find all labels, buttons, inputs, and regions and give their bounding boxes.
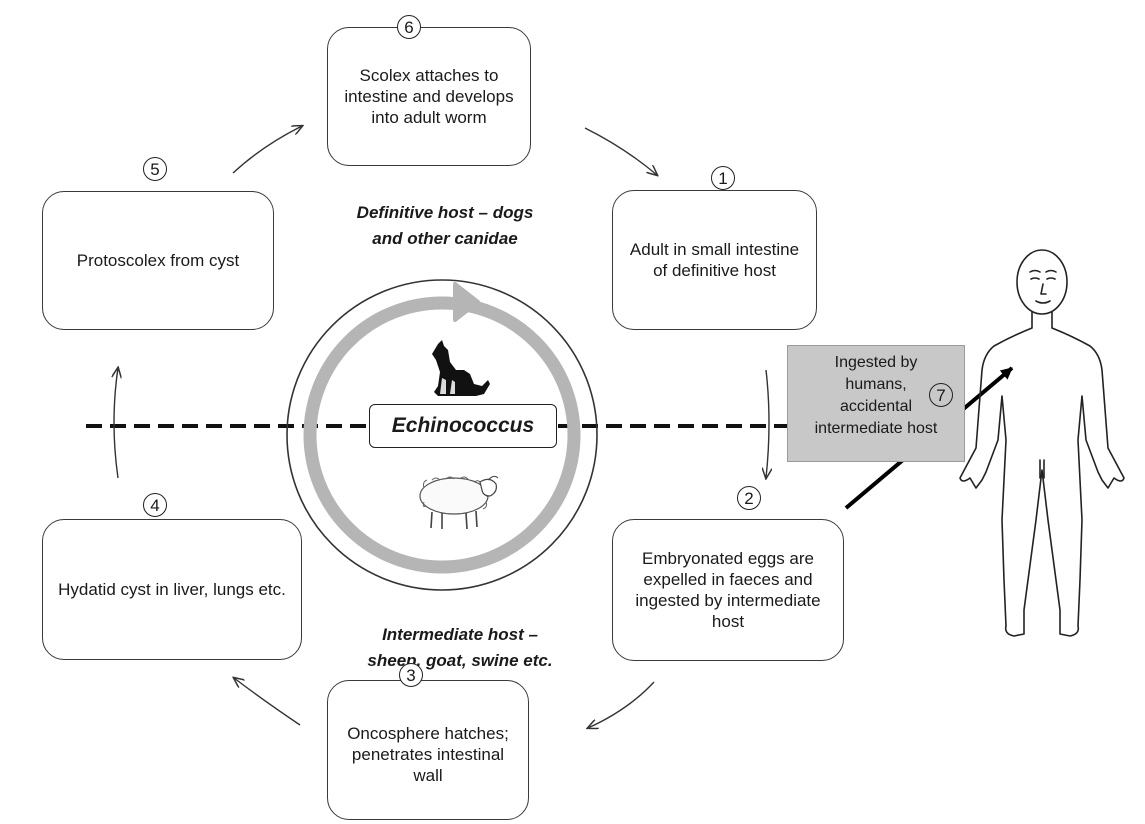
step-1-number: 1 (711, 166, 735, 190)
step-2-box: Embryonated eggs are expelled in faeces … (612, 519, 844, 661)
center-label: Echinococcus (369, 404, 557, 448)
step-4-text: Hydatid cyst in liver, lungs etc. (58, 580, 286, 599)
step-3-text: Oncosphere hatches; penetrates intestina… (347, 723, 509, 785)
arrow-1-to-2 (766, 369, 769, 478)
sheep-icon (419, 475, 499, 530)
step-5-number: 5 (143, 157, 167, 181)
arrow-3-to-4 (234, 678, 301, 726)
step-4-number: 4 (143, 493, 167, 517)
step-7-number: 7 (929, 383, 953, 407)
definitive-host-label: Definitive host – dogs and other canidae (320, 200, 570, 252)
cycle-ring-arrow-icon (453, 282, 480, 322)
human-infection-box: Ingested by humans, accidental intermedi… (787, 345, 965, 462)
human-line4: intermediate host (814, 420, 938, 437)
arrow-2-to-3 (588, 681, 655, 728)
arrow-5-to-6 (232, 126, 302, 174)
human-line2: humans, (845, 376, 907, 393)
step-2-text: Embryonated eggs are expelled in faeces … (635, 549, 821, 631)
step-4-box: Hydatid cyst in liver, lungs etc. (42, 519, 302, 660)
human-line1: Ingested by (834, 354, 918, 371)
step-5-text: Protoscolex from cyst (76, 251, 240, 270)
step-6-box: Scolex attaches to intestine and develop… (327, 27, 531, 166)
cycle-ring (303, 296, 581, 574)
intermediate-host-label: Intermediate host – sheep, goat, swine e… (330, 622, 590, 674)
intermediate-host-line2: sheep, goat, swine etc. (367, 651, 553, 670)
human-figure-icon (959, 249, 1125, 637)
intermediate-host-line1: Intermediate host – (382, 625, 538, 644)
step-5-box: Protoscolex from cyst (42, 191, 274, 330)
step-6-number: 6 (397, 15, 421, 39)
arrow-6-to-1 (584, 127, 657, 175)
step-3-box: Oncosphere hatches; penetrates intestina… (327, 680, 529, 820)
dog-icon (432, 340, 490, 396)
step-6-text: Scolex attaches to intestine and develop… (344, 66, 514, 127)
step-3-number: 3 (399, 663, 423, 687)
arrow-4-to-5 (114, 368, 118, 479)
step-1-text: Adult in small intestine of definitive h… (629, 240, 800, 280)
cycle-outer-circle (286, 279, 598, 591)
definitive-host-line2: and other canidae (372, 229, 518, 248)
step-2-number: 2 (737, 486, 761, 510)
step-1-box: Adult in small intestine of definitive h… (612, 190, 817, 330)
definitive-host-line1: Definitive host – dogs (356, 203, 534, 222)
center-label-text: Echinococcus (391, 414, 535, 437)
human-line3: accidental (839, 398, 913, 415)
